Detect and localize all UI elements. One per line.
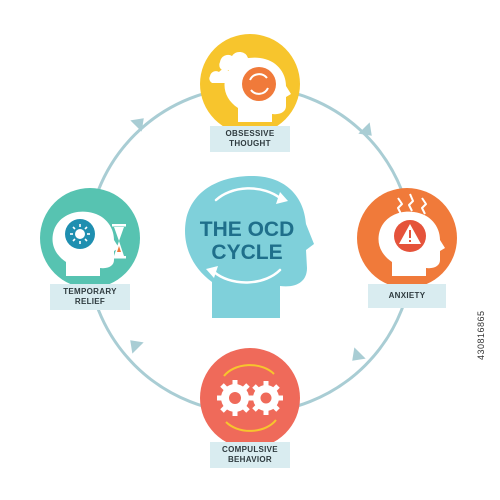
refresh-arrows-icon [212, 187, 282, 284]
arrow-icon [358, 122, 372, 136]
central-head: THE OCD CYCLE [185, 176, 314, 318]
stage-temporary-relief [40, 188, 140, 288]
stage-anxiety [357, 188, 457, 288]
brain-sun-hourglass-icon [52, 211, 126, 276]
label-compulsive-behavior: COMPULSIVE BEHAVIOR [210, 442, 290, 468]
hourglass-icon [112, 224, 126, 259]
gears-icon [217, 380, 283, 416]
diagram-title-line2: CYCLE [211, 241, 282, 264]
refresh-arrows-icon [223, 364, 277, 432]
arrow-icon [130, 340, 144, 354]
stock-id-text: 430816865 [476, 310, 486, 360]
cycle-arrows [130, 118, 372, 361]
label-obsessive-thought: OBSESSIVE THOUGHT [210, 126, 290, 152]
brain-clouds-icon [209, 51, 291, 122]
stage-obsessive-thought [200, 34, 300, 134]
label-anxiety: ANXIETY [368, 284, 446, 308]
arrow-icon [130, 118, 144, 132]
arrow-icon [352, 347, 366, 361]
head-silhouette-icon [185, 176, 314, 318]
stage-compulsive-behavior [200, 348, 300, 448]
diagram-title-line1: THE OCD [200, 218, 295, 241]
brain-warning-icon [378, 193, 445, 276]
label-temporary-relief: TEMPORARY RELIEF [50, 284, 130, 310]
